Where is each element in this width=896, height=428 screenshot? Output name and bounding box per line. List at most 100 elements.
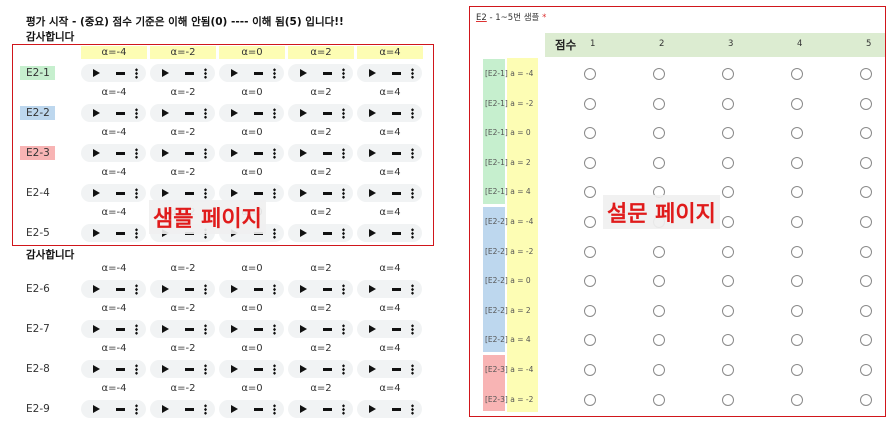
volume-icon[interactable] xyxy=(116,328,125,331)
volume-icon[interactable] xyxy=(323,192,332,195)
more-vert-icon[interactable] xyxy=(135,284,138,295)
score-radio-button[interactable] xyxy=(791,275,803,288)
play-icon[interactable] xyxy=(162,109,169,117)
score-radio-button[interactable] xyxy=(722,393,734,406)
play-icon[interactable] xyxy=(93,365,100,373)
score-radio-button[interactable] xyxy=(653,245,665,258)
more-vert-icon[interactable] xyxy=(273,108,276,119)
score-radio-button[interactable] xyxy=(791,245,803,258)
score-radio-button[interactable] xyxy=(722,245,734,258)
play-icon[interactable] xyxy=(93,325,100,333)
audio-player[interactable] xyxy=(81,360,146,378)
score-radio-button[interactable] xyxy=(791,364,803,376)
score-radio-button[interactable] xyxy=(791,186,803,199)
score-radio-button[interactable] xyxy=(860,97,872,110)
more-vert-icon[interactable] xyxy=(342,108,345,119)
play-icon[interactable] xyxy=(231,189,238,197)
more-vert-icon[interactable] xyxy=(342,228,345,239)
play-icon[interactable] xyxy=(300,69,307,77)
more-vert-icon[interactable] xyxy=(342,284,345,295)
score-radio-button[interactable] xyxy=(584,68,596,80)
volume-icon[interactable] xyxy=(116,232,125,235)
audio-player[interactable] xyxy=(150,144,215,162)
score-radio-button[interactable] xyxy=(791,156,803,169)
play-icon[interactable] xyxy=(231,69,238,77)
audio-player[interactable] xyxy=(357,360,422,378)
audio-player[interactable] xyxy=(150,400,215,418)
volume-icon[interactable] xyxy=(185,152,194,155)
more-vert-icon[interactable] xyxy=(342,404,345,415)
more-vert-icon[interactable] xyxy=(273,148,276,159)
audio-player[interactable] xyxy=(219,320,284,338)
play-icon[interactable] xyxy=(162,149,169,157)
audio-player[interactable] xyxy=(357,64,422,82)
score-radio-button[interactable] xyxy=(584,364,596,376)
play-icon[interactable] xyxy=(93,285,100,293)
volume-icon[interactable] xyxy=(323,408,332,411)
volume-icon[interactable] xyxy=(185,368,194,371)
audio-player[interactable] xyxy=(219,360,284,378)
more-vert-icon[interactable] xyxy=(411,148,414,159)
more-vert-icon[interactable] xyxy=(273,284,276,295)
score-radio-button[interactable] xyxy=(653,97,665,110)
volume-icon[interactable] xyxy=(185,328,194,331)
audio-player[interactable] xyxy=(288,400,353,418)
audio-player[interactable] xyxy=(288,360,353,378)
volume-icon[interactable] xyxy=(323,328,332,331)
play-icon[interactable] xyxy=(300,149,307,157)
play-icon[interactable] xyxy=(231,405,238,413)
play-icon[interactable] xyxy=(300,229,307,237)
more-vert-icon[interactable] xyxy=(204,284,207,295)
volume-icon[interactable] xyxy=(185,408,194,411)
volume-icon[interactable] xyxy=(254,72,263,75)
audio-player[interactable] xyxy=(219,104,284,122)
more-vert-icon[interactable] xyxy=(411,68,414,79)
more-vert-icon[interactable] xyxy=(204,148,207,159)
more-vert-icon[interactable] xyxy=(342,324,345,335)
more-vert-icon[interactable] xyxy=(342,364,345,375)
volume-icon[interactable] xyxy=(323,152,332,155)
play-icon[interactable] xyxy=(300,325,307,333)
play-icon[interactable] xyxy=(93,69,100,77)
volume-icon[interactable] xyxy=(254,152,263,155)
score-radio-button[interactable] xyxy=(653,68,665,80)
volume-icon[interactable] xyxy=(392,408,401,411)
more-vert-icon[interactable] xyxy=(204,324,207,335)
play-icon[interactable] xyxy=(369,325,376,333)
volume-icon[interactable] xyxy=(323,288,332,291)
audio-player[interactable] xyxy=(81,144,146,162)
audio-player[interactable] xyxy=(81,320,146,338)
more-vert-icon[interactable] xyxy=(411,364,414,375)
audio-player[interactable] xyxy=(288,144,353,162)
volume-icon[interactable] xyxy=(254,288,263,291)
play-icon[interactable] xyxy=(369,109,376,117)
volume-icon[interactable] xyxy=(185,192,194,195)
score-radio-button[interactable] xyxy=(722,127,734,140)
volume-icon[interactable] xyxy=(254,368,263,371)
score-radio-button[interactable] xyxy=(860,216,872,228)
score-radio-button[interactable] xyxy=(584,275,596,288)
volume-icon[interactable] xyxy=(254,408,263,411)
score-radio-button[interactable] xyxy=(653,156,665,169)
play-icon[interactable] xyxy=(231,325,238,333)
volume-icon[interactable] xyxy=(254,328,263,331)
more-vert-icon[interactable] xyxy=(135,68,138,79)
volume-icon[interactable] xyxy=(116,72,125,75)
volume-icon[interactable] xyxy=(254,192,263,195)
score-radio-button[interactable] xyxy=(860,156,872,169)
score-radio-button[interactable] xyxy=(860,245,872,258)
audio-player[interactable] xyxy=(150,184,215,202)
play-icon[interactable] xyxy=(231,365,238,373)
play-icon[interactable] xyxy=(231,285,238,293)
more-vert-icon[interactable] xyxy=(342,148,345,159)
score-radio-button[interactable] xyxy=(584,304,596,317)
audio-player[interactable] xyxy=(288,184,353,202)
score-radio-button[interactable] xyxy=(584,97,596,110)
play-icon[interactable] xyxy=(231,149,238,157)
audio-player[interactable] xyxy=(150,320,215,338)
volume-icon[interactable] xyxy=(185,112,194,115)
volume-icon[interactable] xyxy=(392,328,401,331)
audio-player[interactable] xyxy=(150,360,215,378)
more-vert-icon[interactable] xyxy=(411,284,414,295)
audio-player[interactable] xyxy=(150,280,215,298)
